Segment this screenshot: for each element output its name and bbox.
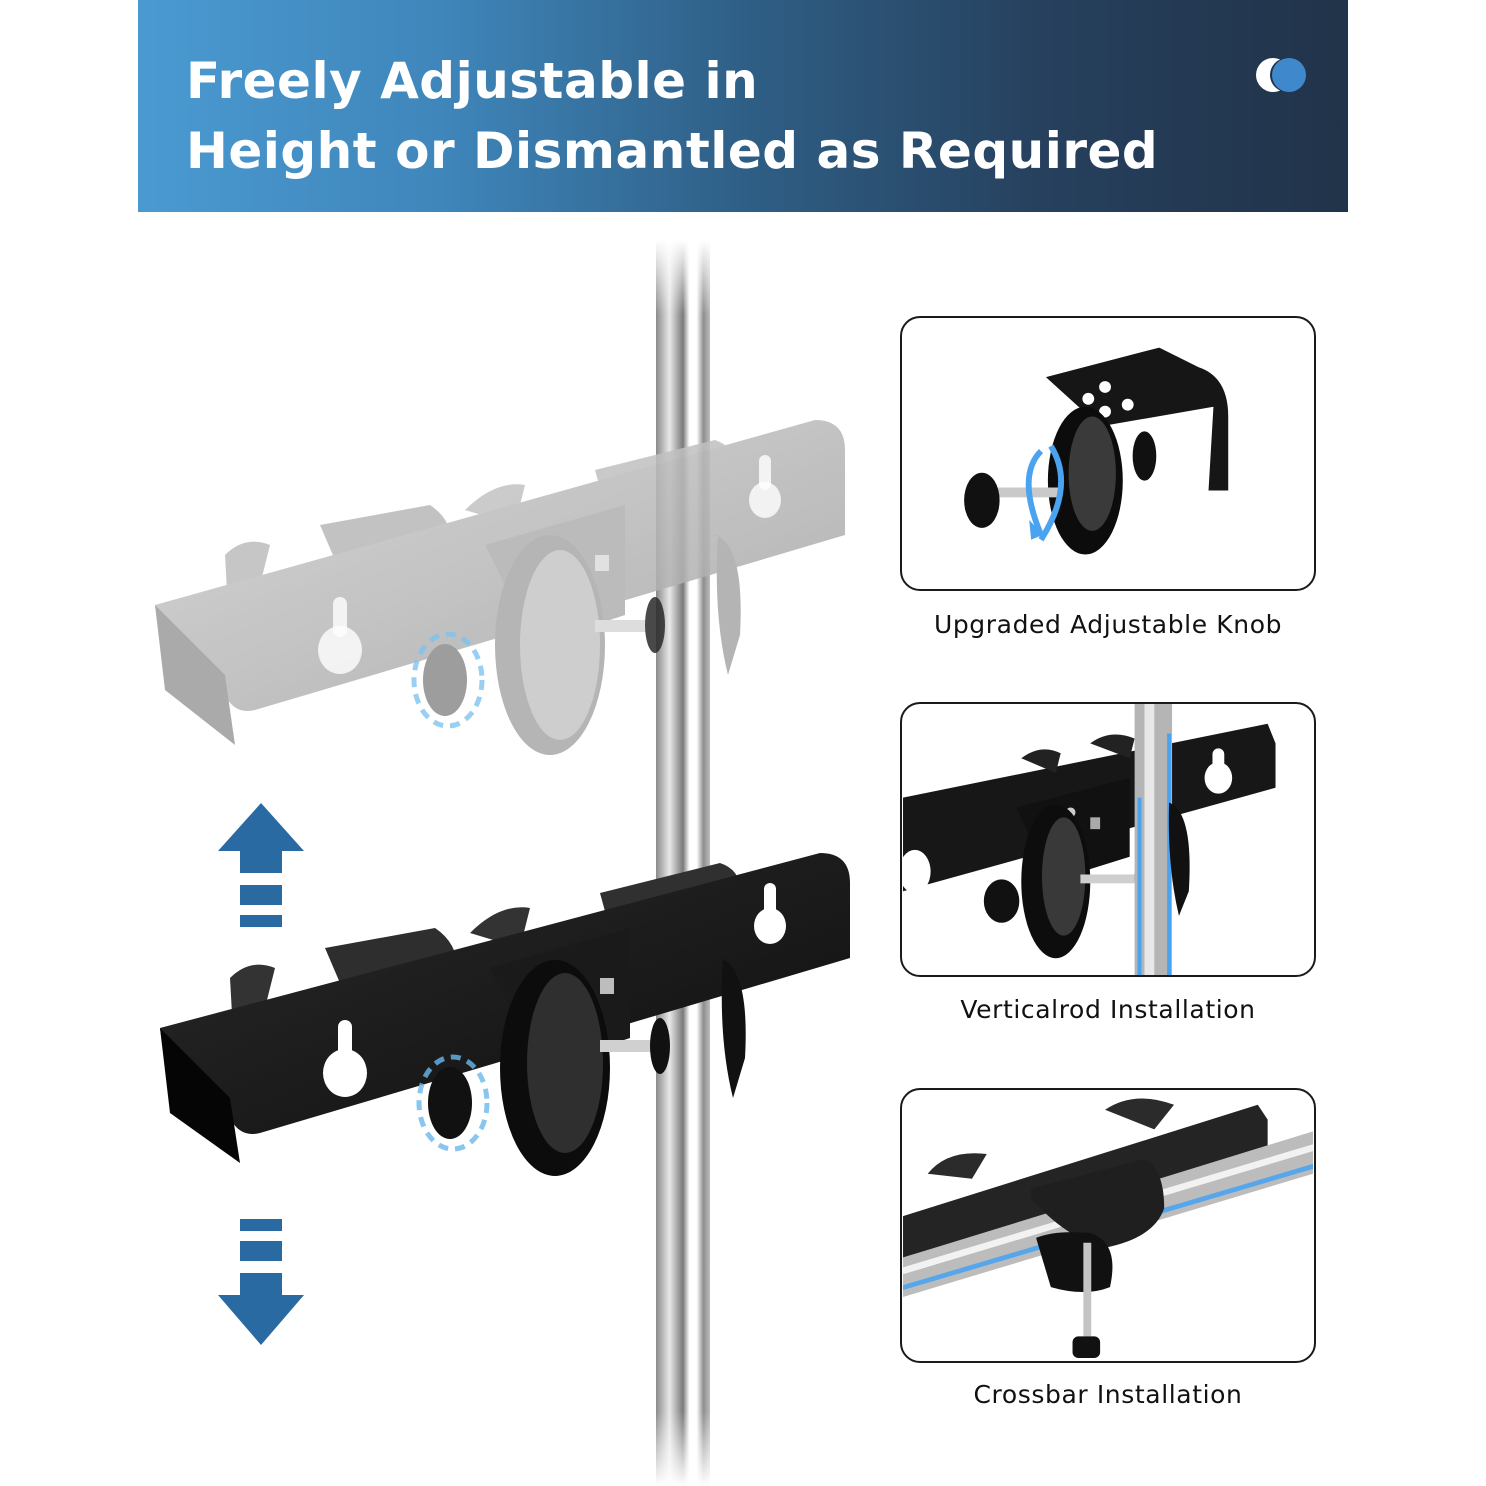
banner-title: Freely Adjustable in Height or Dismantle…	[186, 46, 1158, 186]
logo-blue-circle	[1272, 58, 1306, 92]
caption-knob: Upgraded Adjustable Knob	[933, 610, 1283, 639]
header-banner: Freely Adjustable in Height or Dismantle…	[138, 0, 1348, 212]
detail-card-knob	[900, 316, 1316, 591]
caption-crossbar: Crossbar Installation	[973, 1380, 1243, 1409]
detail-card-vertical-rod	[900, 702, 1316, 977]
upper-bracket-silver	[155, 415, 855, 775]
detail-card-crossbar	[900, 1088, 1316, 1363]
banner-title-line-1: Freely Adjustable in	[186, 52, 759, 110]
brand-logo-icon	[1256, 58, 1308, 92]
lower-bracket-black	[160, 848, 860, 1178]
banner-title-line-2: Height or Dismantled as Required	[186, 122, 1159, 180]
caption-vertical-rod: Verticalrod Installation	[960, 995, 1256, 1024]
up-arrow-icon	[218, 803, 304, 929]
down-arrow-icon	[218, 1219, 304, 1345]
